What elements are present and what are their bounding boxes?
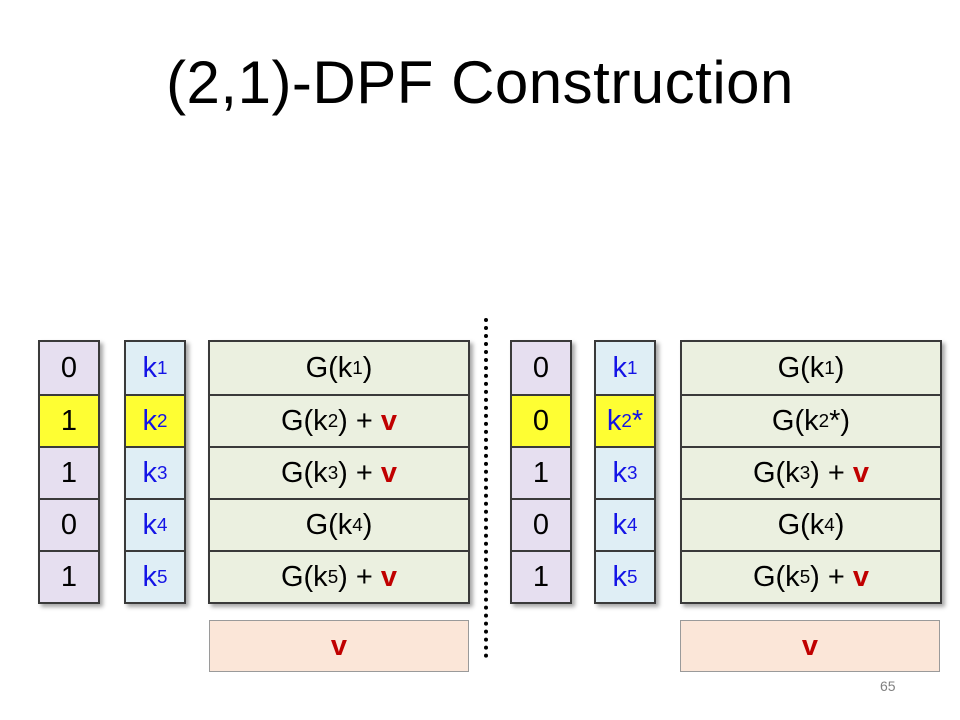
left-bit-cell: 0: [40, 498, 98, 550]
prg-prefix: G(k: [752, 456, 800, 489]
prg-prefix: G(k: [305, 508, 353, 541]
right-bit-cell: 0: [512, 394, 570, 446]
slide-title: (2,1)-DPF Construction: [166, 49, 794, 116]
prg-prefix: G(k: [777, 351, 825, 384]
prg-rest: ) +: [810, 456, 853, 489]
prg-prefix: G(k: [280, 560, 328, 593]
key-base: k: [612, 351, 628, 384]
prg-prefix: G(k: [280, 456, 328, 489]
v-term: v: [852, 456, 870, 489]
v-term: v: [852, 560, 870, 593]
right-v-box: v: [680, 620, 940, 672]
prg-prefix: G(k: [305, 351, 353, 384]
prg-rest: ): [362, 351, 373, 384]
key-base: k: [142, 351, 158, 384]
left-bit-cell: 0: [40, 342, 98, 394]
right-bit-cell: 0: [512, 342, 570, 394]
v-term: v: [380, 456, 398, 489]
prg-prefix: G(k: [771, 404, 819, 437]
prg-rest: ): [834, 508, 845, 541]
prg-rest: ): [834, 351, 845, 384]
key-suffix: *: [631, 404, 644, 437]
left-bit-cell: 1: [40, 446, 98, 498]
left-v-box: v: [209, 620, 469, 672]
prg-rest: ) +: [338, 404, 381, 437]
key-base: k: [142, 560, 158, 593]
prg-rest: ) +: [338, 456, 381, 489]
prg-prefix: G(k: [777, 508, 825, 541]
v-term: v: [380, 560, 398, 593]
key-base: k: [612, 456, 628, 489]
right-bit-cell: 0: [512, 498, 570, 550]
right-bit-cell: 1: [512, 446, 570, 498]
prg-rest: ): [362, 508, 373, 541]
prg-rest: *): [829, 404, 851, 437]
prg-rest: ) +: [338, 560, 381, 593]
key-base: k: [612, 508, 628, 541]
prg-rest: ) +: [810, 560, 853, 593]
key-base: k: [142, 456, 158, 489]
v-term: v: [380, 404, 398, 437]
key-base: k: [606, 404, 622, 437]
left-bit-cell: 1: [40, 550, 98, 602]
left-bit-cell: 1: [40, 394, 98, 446]
page-number: 65: [880, 678, 896, 694]
key-base: k: [142, 508, 158, 541]
right-bit-cell: 1: [512, 550, 570, 602]
prg-prefix: G(k: [752, 560, 800, 593]
key-base: k: [142, 404, 158, 437]
share-divider: [484, 318, 488, 658]
key-base: k: [612, 560, 628, 593]
prg-prefix: G(k: [280, 404, 328, 437]
